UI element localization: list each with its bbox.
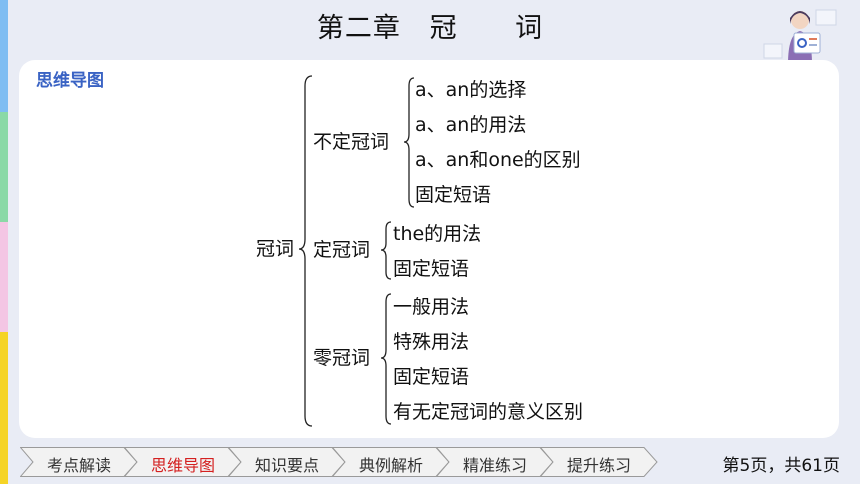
branch-zero-article: 零冠词	[313, 347, 371, 369]
brace-zero	[380, 293, 392, 425]
leaf-definite-2: 固定短语	[393, 258, 470, 280]
tab-zhishi-yaodian[interactable]: 知识要点	[228, 447, 346, 477]
section-label: 思维导图	[36, 71, 104, 91]
color-stripe-pink	[0, 222, 8, 332]
brace-indefinite	[403, 77, 415, 208]
leaf-indefinite-1: a、an的选择	[415, 79, 527, 101]
slide-title: 第二章 冠 词	[0, 6, 860, 45]
color-stripe-green	[0, 112, 8, 222]
tab-label: 思维导图	[150, 456, 215, 475]
tab-label: 知识要点	[254, 456, 319, 475]
branch-indefinite-article: 不定冠词	[313, 131, 390, 153]
title-char-2: 词	[515, 13, 544, 44]
tab-siwei-daotu[interactable]: 思维导图	[124, 447, 242, 477]
tab-tisheng-lianxi[interactable]: 提升练习	[540, 447, 658, 477]
leaf-zero-2: 特殊用法	[393, 331, 470, 353]
mindmap-root: 冠词	[256, 238, 295, 260]
title-char-1: 冠	[429, 13, 458, 44]
tab-label: 考点解读	[46, 456, 111, 475]
leaf-indefinite-3: a、an和one的区别	[415, 149, 581, 171]
tab-label: 精准练习	[462, 456, 527, 475]
title-chapter: 第二章	[316, 13, 401, 44]
tab-jingzhun-lianxi[interactable]: 精准练习	[436, 447, 554, 477]
tab-label: 提升练习	[566, 456, 631, 475]
page-indicator: 第5页，共61页	[722, 456, 840, 476]
tab-arrow-shape	[540, 447, 658, 477]
teacher-illustration	[763, 9, 837, 64]
tab-kaodian-jiedu[interactable]: 考点解读	[20, 447, 138, 477]
leaf-indefinite-4: 固定短语	[415, 184, 492, 206]
tab-dianli-jiexi[interactable]: 典例解析	[332, 447, 450, 477]
leaf-zero-4: 有无定冠词的意义区别	[393, 401, 584, 423]
content-card	[19, 60, 839, 438]
brace-definite	[380, 221, 392, 280]
color-stripe-yellow	[0, 332, 8, 484]
branch-definite-article: 定冠词	[313, 239, 371, 261]
color-stripe-blue	[0, 0, 8, 112]
leaf-indefinite-2: a、an的用法	[415, 114, 527, 136]
tab-label: 典例解析	[358, 456, 423, 475]
root-brace	[298, 75, 313, 427]
leaf-zero-3: 固定短语	[393, 366, 470, 388]
leaf-definite-1: the的用法	[393, 223, 482, 245]
leaf-zero-1: 一般用法	[393, 296, 470, 318]
